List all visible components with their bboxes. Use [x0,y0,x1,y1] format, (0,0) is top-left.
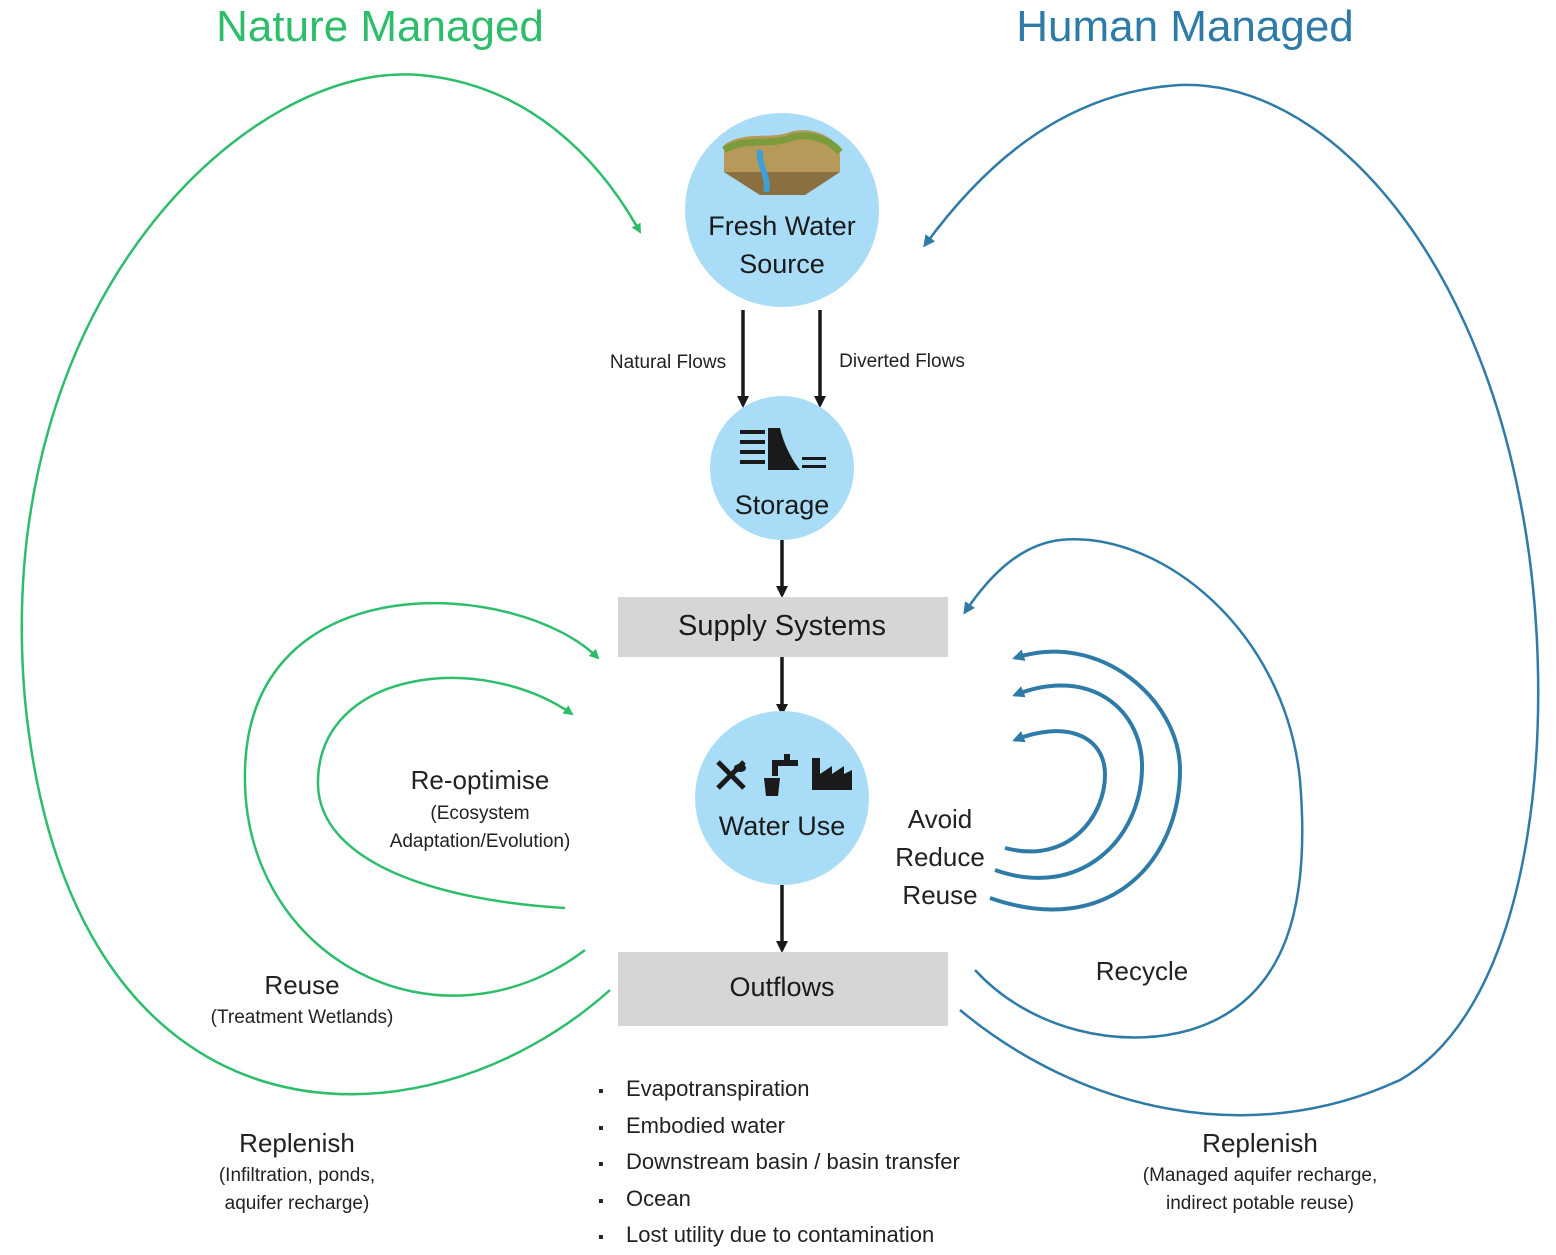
outflow-item: Embodied water [598,1109,960,1146]
human-replenish-label: Replenish [1202,1128,1318,1158]
factory-icon [812,758,852,790]
outflows-label: Outflows [729,972,835,1002]
human-managed-heading: Human Managed [1016,2,1354,51]
dam-icon [740,428,826,470]
human-replenish-loop [923,83,1540,1117]
human-recycle-loop [963,538,1304,1039]
supply-systems-box [618,597,948,657]
outflow-destinations-list: Evapotranspiration Embodied water Downst… [598,1072,960,1255]
nature-replenish-sub-label: (Infiltration, ponds, aquifer recharge) [219,1162,375,1218]
nature-replenish-loop [20,73,642,1096]
reoptimise-label: Re-optimise [410,765,550,795]
tap-icon [764,754,798,796]
outflow-item: Downstream basin / basin transfer [598,1145,960,1182]
utensils-icon [716,760,746,790]
reduce-label: Reduce [895,842,985,872]
fresh-water-label-line1: Fresh Water [708,211,856,241]
human-reuse-label: Reuse [902,880,978,910]
human-replenish-sub-line2: indirect potable reuse) [1165,1193,1354,1214]
nature-reuse-loop [243,601,600,997]
water-use-node [695,711,869,885]
outflow-item: Ocean [598,1182,960,1219]
reoptimise-sub-line2: Adaptation/Evolution) [389,831,571,852]
nature-replenish-label: Replenish [239,1128,355,1158]
reoptimise-sub-line1: (Ecosystem [430,803,530,824]
human-reduce-loop [994,683,1145,880]
human-replenish-sub-line1: (Managed aquifer recharge, [1142,1165,1378,1186]
water-use-label: Water Use [718,811,846,841]
fresh-water-label-line2: Source [739,249,825,279]
human-reuse-loop [989,649,1183,912]
outflow-item: Evapotranspiration [598,1072,960,1109]
avoid-label: Avoid [907,804,973,834]
natural-flows-label: Natural Flows [609,352,727,373]
nature-replenish-sub-line1: (Infiltration, ponds, [218,1165,376,1186]
human-loop-labels: Avoid Reduce Reuse [895,800,985,914]
human-avoid-loop [1004,729,1108,854]
landscape-icon [722,130,843,195]
outflow-item: Lost utility due to contamination [598,1218,960,1255]
nature-replenish-sub-line2: aquifer recharge) [224,1193,370,1214]
diverted-flows-label: Diverted Flows [839,351,965,372]
supply-systems-label: Supply Systems [678,610,886,642]
outflows-box [618,952,948,1026]
nature-reoptimise-loop [316,676,574,910]
nature-reuse-label: Reuse [264,970,340,1000]
nature-reuse-sub-label: (Treatment Wetlands) [210,1007,394,1028]
human-replenish-sub-label: (Managed aquifer recharge, indirect pota… [1143,1162,1377,1218]
fresh-water-source-label: Fresh Water Source [708,207,856,283]
nature-managed-heading: Nature Managed [216,2,544,51]
reoptimise-sub-label: (Ecosystem Adaptation/Evolution) [390,800,571,856]
recycle-label: Recycle [1095,956,1189,986]
storage-label: Storage [734,490,830,520]
